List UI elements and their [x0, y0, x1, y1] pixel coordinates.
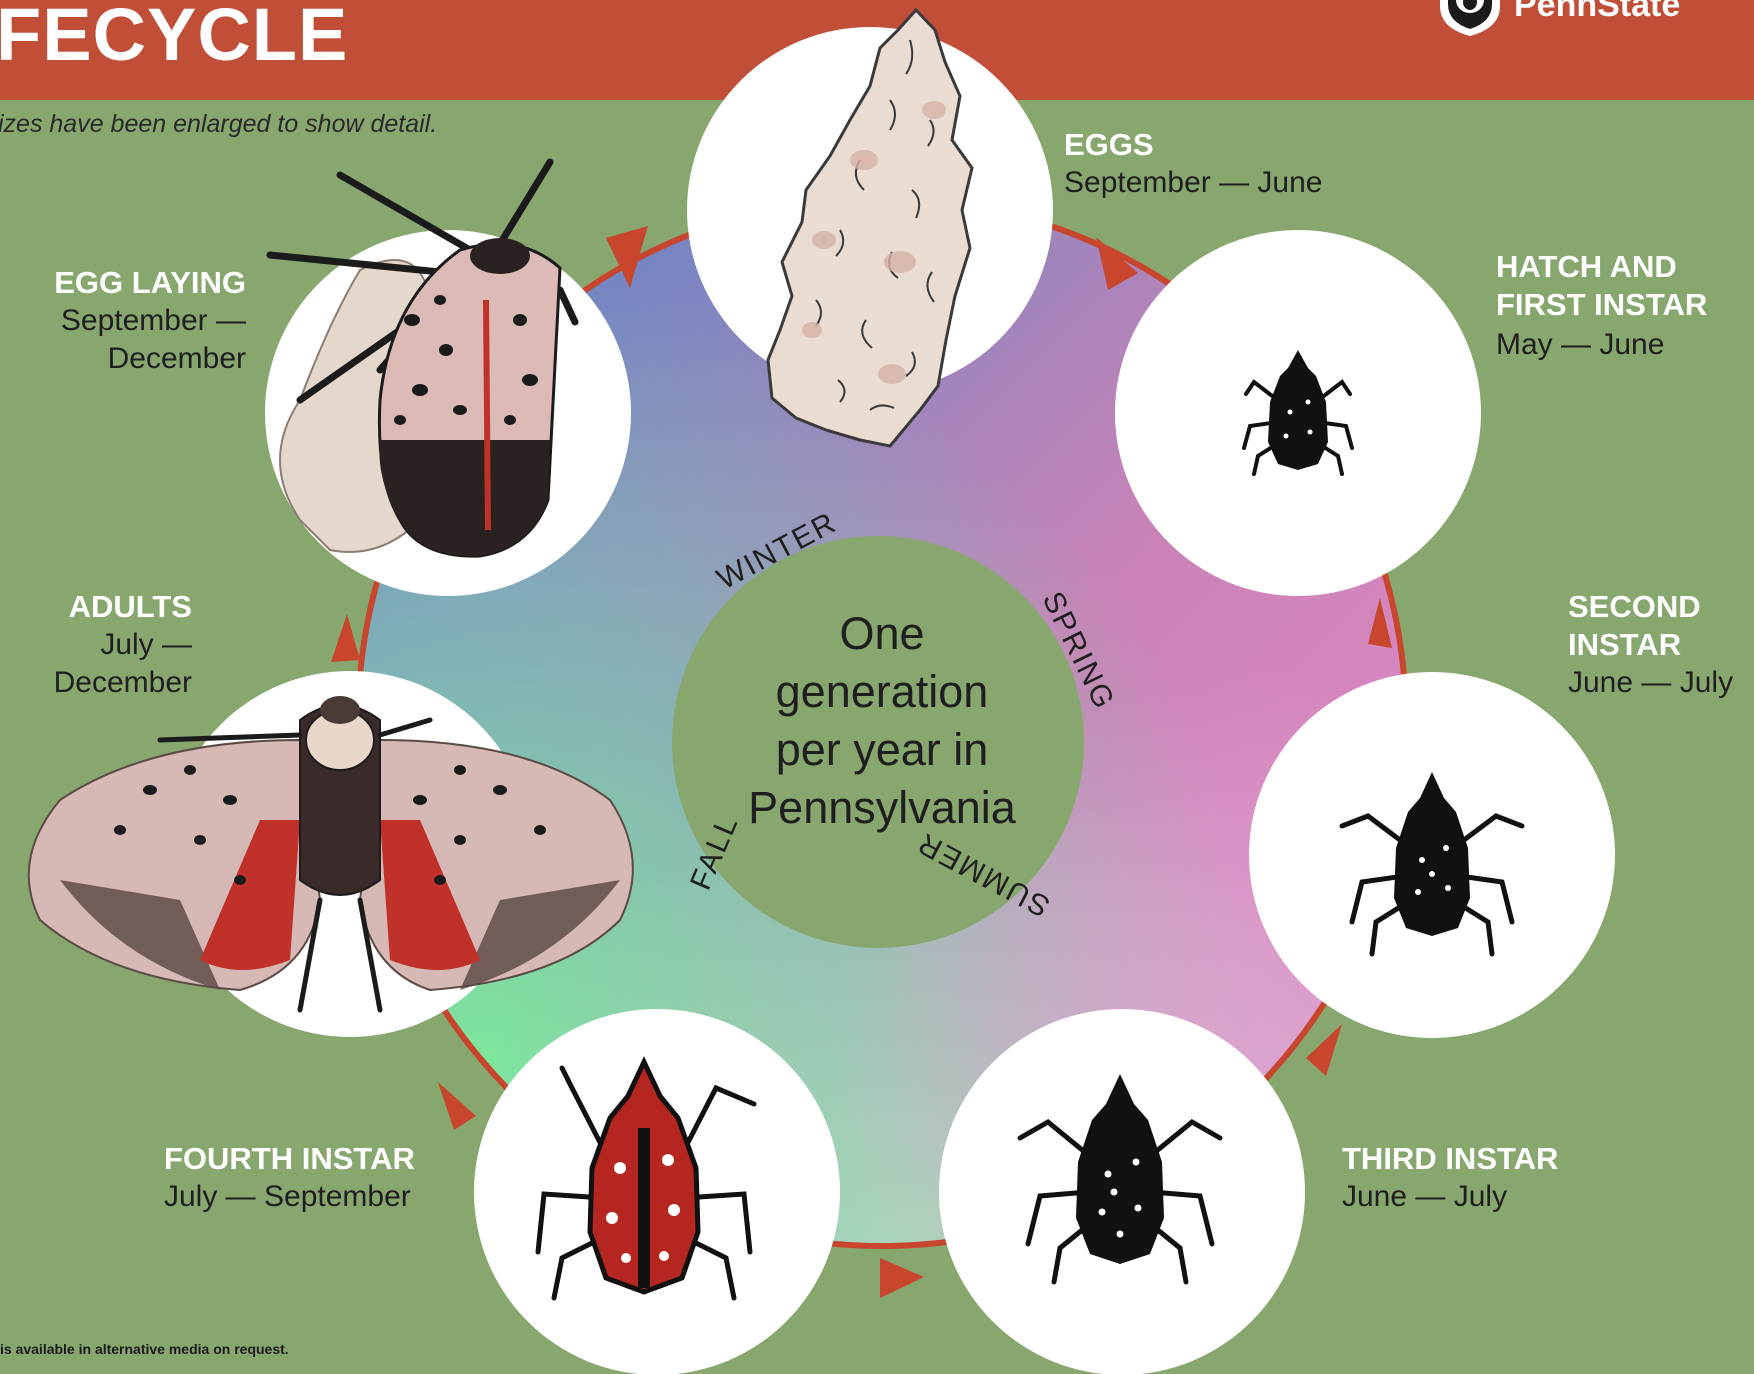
- stage-dates-hatch: May — June: [1496, 326, 1664, 364]
- stage-label-line: INSTAR: [1568, 626, 1701, 664]
- center-line: per year in: [672, 721, 1092, 779]
- stage-dates-third: June — July: [1342, 1178, 1507, 1216]
- stage-label-line: SECOND: [1568, 588, 1701, 626]
- stage-label-line: HATCH AND: [1496, 248, 1707, 286]
- stage-dates-adults: July — December: [10, 626, 192, 702]
- footer-note: is available in alternative media on req…: [0, 1341, 289, 1357]
- stage-label-egglaying: EGG LAYING: [10, 264, 246, 302]
- stage-label-line: THIRD INSTAR: [1342, 1140, 1558, 1178]
- stage-dates-line: June — July: [1568, 664, 1733, 702]
- arrow-icon: [880, 1258, 924, 1298]
- stage-label-line: FOURTH INSTAR: [164, 1140, 415, 1178]
- stage-dates-eggs: September — June: [1064, 164, 1322, 202]
- stage-label-line: FIRST INSTAR: [1496, 286, 1707, 324]
- stage-dates-line: December: [10, 664, 192, 702]
- stage-dates-line: December: [10, 340, 246, 378]
- stage-label-third: THIRD INSTAR: [1342, 1140, 1558, 1178]
- center-line: One: [672, 605, 1092, 663]
- stage-label-eggs: EGGS: [1064, 126, 1154, 164]
- stage-dates-egglaying: September — December: [10, 302, 246, 378]
- stage-label-line: EGG LAYING: [10, 264, 246, 302]
- arrow-icon: [1306, 1024, 1342, 1076]
- center-caption: One generation per year in Pennsylvania: [672, 605, 1092, 837]
- center-line: Pennsylvania: [672, 779, 1092, 837]
- stage-dates-fourth: July — September: [164, 1178, 411, 1216]
- center-line: generation: [672, 663, 1092, 721]
- stage-dates-second: June — July: [1568, 664, 1733, 702]
- arrow-icon: [438, 1082, 476, 1130]
- stage-label-fourth: FOURTH INSTAR: [164, 1140, 415, 1178]
- stage-label-hatch: HATCH AND FIRST INSTAR: [1496, 248, 1707, 324]
- stage-label-line: ADULTS: [10, 588, 192, 626]
- stage-dates-line: July — September: [164, 1178, 411, 1216]
- stage-dates-line: May — June: [1496, 326, 1664, 364]
- egg-laying-moth-icon: [270, 162, 575, 556]
- stage-dates-line: September — June: [1064, 164, 1322, 202]
- arrow-icon: [331, 614, 360, 662]
- stage-dates-line: September —: [10, 302, 246, 340]
- stage-label-adults: ADULTS: [10, 588, 192, 626]
- stage-dates-line: June — July: [1342, 1178, 1507, 1216]
- stage-label-line: EGGS: [1064, 126, 1154, 164]
- stage-dates-line: July —: [10, 626, 192, 664]
- stage-label-second: SECOND INSTAR: [1568, 588, 1701, 664]
